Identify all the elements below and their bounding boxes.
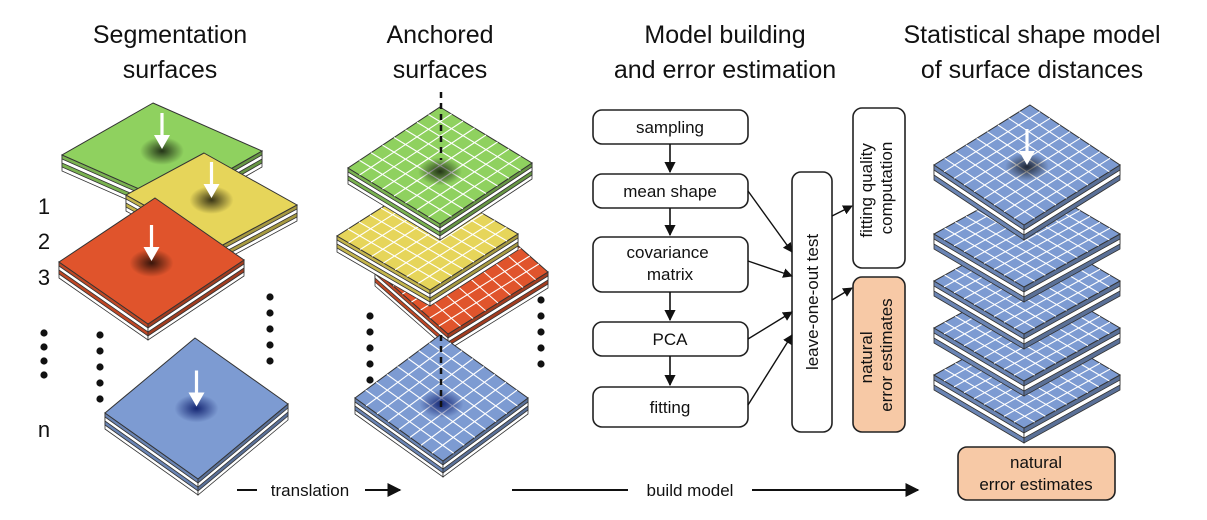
ellipsis-dots bbox=[40, 293, 545, 403]
anchored-surfaces bbox=[336, 92, 549, 478]
natural-error-bottom-box: natural error estimates bbox=[957, 446, 1116, 501]
step-fitting: fitting bbox=[592, 386, 749, 428]
dots-col1-right bbox=[266, 293, 274, 365]
dots-col2-left bbox=[366, 312, 374, 384]
fitting-quality-box: fitting quality computation bbox=[852, 107, 906, 269]
ssm-surfaces bbox=[932, 104, 1122, 444]
header-segmentation: Segmentation surfaces bbox=[93, 21, 247, 84]
fitting-quality-label: fitting quality computation bbox=[857, 138, 896, 237]
translation-arrow: translation bbox=[237, 481, 402, 500]
step-fitting-label: fitting bbox=[650, 398, 691, 417]
ssm-plate-1 bbox=[933, 104, 1121, 241]
surface-number-2: 2 bbox=[38, 229, 50, 254]
header-model: Model building and error estimation bbox=[614, 21, 836, 84]
header-model-line1: Model building bbox=[644, 21, 805, 49]
leave-one-out-label: leave-one-out test bbox=[803, 234, 822, 370]
natural-error-bottom-line1: natural bbox=[1010, 453, 1062, 472]
step-pca: PCA bbox=[592, 321, 749, 357]
flowchart: sampling mean shape covariance matrix PC… bbox=[592, 107, 906, 433]
header-segmentation-line1: Segmentation bbox=[93, 21, 247, 49]
translation-label: translation bbox=[271, 481, 349, 500]
natural-error-vertical-box: natural error estimates bbox=[852, 276, 906, 433]
header-ssm-line2: of surface distances bbox=[921, 56, 1143, 84]
segmentation-surfaces bbox=[58, 102, 299, 496]
header-anchored-line1: Anchored bbox=[386, 21, 493, 49]
step-covariance-matrix: covariance matrix bbox=[592, 236, 749, 293]
header-ssm: Statistical shape model of surface dista… bbox=[903, 21, 1160, 84]
build-model-arrow: build model bbox=[512, 481, 920, 500]
step-sampling: sampling bbox=[592, 109, 749, 145]
natural-error-bottom-line2: error estimates bbox=[979, 475, 1092, 494]
surface-number-n: n bbox=[38, 417, 50, 442]
dots-numbers bbox=[40, 329, 48, 379]
surface-red bbox=[58, 197, 245, 341]
surface-blue bbox=[104, 337, 289, 496]
step-mean-shape: mean shape bbox=[592, 173, 749, 209]
surface-number-1: 1 bbox=[38, 194, 50, 219]
anchored-green bbox=[347, 106, 533, 241]
step-mean-shape-label: mean shape bbox=[623, 182, 717, 201]
dots-col2-right bbox=[537, 296, 545, 368]
surface-number-3: 3 bbox=[38, 265, 50, 290]
header-model-line2: and error estimation bbox=[614, 56, 836, 84]
build-model-label: build model bbox=[647, 481, 734, 500]
header-segmentation-line2: surfaces bbox=[123, 56, 217, 84]
step-covariance-label: covariance matrix bbox=[627, 243, 714, 284]
step-sampling-label: sampling bbox=[636, 118, 704, 137]
natural-error-vertical-label: natural error estimates bbox=[857, 298, 896, 411]
leave-one-out-box: leave-one-out test bbox=[791, 171, 833, 433]
header-anchored: Anchored surfaces bbox=[386, 21, 493, 84]
step-pca-label: PCA bbox=[653, 330, 689, 349]
header-ssm-line1: Statistical shape model bbox=[903, 21, 1160, 49]
header-anchored-line2: surfaces bbox=[393, 56, 487, 84]
dots-col1-left bbox=[96, 331, 104, 403]
anchored-blue bbox=[354, 334, 529, 478]
